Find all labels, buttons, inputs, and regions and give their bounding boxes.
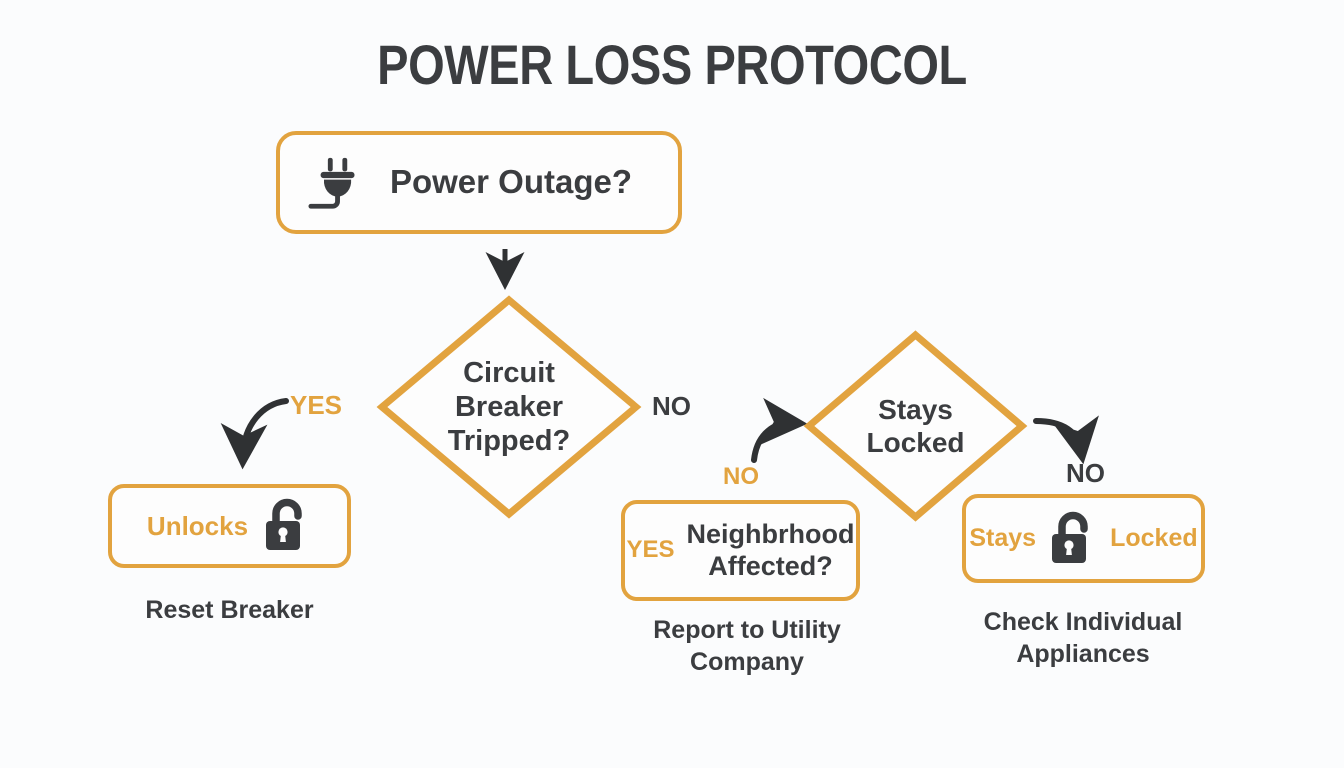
node-power-outage-label: Power Outage?	[389, 163, 633, 201]
node-neighborhood-line-2: Affected?	[708, 550, 833, 581]
node-stays-locked-appliances[interactable]: Stays Locked	[962, 494, 1205, 583]
edge-breaker-yes	[220, 398, 289, 470]
node-stays-tag: Stays	[969, 523, 1037, 552]
edge-label-no-breaker: NO	[652, 391, 691, 421]
diamond-line-2: Locked	[866, 427, 965, 458]
page-title: POWER LOSS PROTOCOL	[377, 33, 967, 96]
caption-line-2: Company	[690, 648, 804, 676]
diamond-shape	[803, 330, 1028, 522]
diamond-line-3: Tripped?	[447, 425, 571, 458]
node-circuit-breaker-label: Circuit Breaker Tripped?	[378, 296, 640, 518]
node-power-outage[interactable]: Power Outage?	[276, 131, 682, 234]
node-stays-locked[interactable]: Stays Locked	[803, 330, 1028, 522]
diamond-shape	[376, 295, 642, 519]
caption-line-2: Appliances	[1016, 640, 1150, 668]
caption-check-appliances: Check Individual Appliances	[955, 606, 1211, 670]
node-neighborhood-affected[interactable]: YES Neighbrhood Affected?	[621, 500, 860, 601]
caption-report-to-utility: Report to Utility Company	[600, 614, 894, 678]
diamond-line-2: Breaker	[454, 390, 563, 423]
edge-label-no-locked: NO	[1066, 458, 1105, 488]
node-unlocks-reset-breaker[interactable]: Unlocks	[108, 484, 351, 568]
node-stays-locked-label: Stays Locked	[805, 331, 1026, 521]
edge-label-yes-breaker: YES	[290, 390, 343, 420]
node-locked-tag: Locked	[1110, 523, 1198, 552]
open-padlock-icon	[262, 498, 312, 554]
caption-reset-breaker: Reset Breaker	[145, 596, 314, 624]
node-neighborhood-line-1: Neighbrhood	[686, 518, 855, 549]
diamond-line-1: Circuit	[463, 356, 555, 389]
diamond-line-1: Stays	[878, 393, 953, 425]
caption-line-1: Check Individual	[983, 608, 1183, 636]
caption-line-1: Report to Utility	[653, 616, 841, 644]
power-plug-icon	[308, 152, 370, 214]
edge-locked-no	[1033, 415, 1099, 465]
node-neighborhood-label: Neighbrhood Affected?	[687, 519, 855, 583]
node-yes-tag: YES	[626, 536, 675, 564]
node-unlocks-tag: Unlocks	[146, 510, 249, 541]
edge-neighborhood-no	[751, 397, 808, 463]
open-padlock-icon	[1048, 511, 1098, 567]
node-circuit-breaker-tripped[interactable]: Circuit Breaker Tripped?	[376, 295, 642, 519]
edge-label-no-neighborhood: NO	[723, 463, 759, 490]
